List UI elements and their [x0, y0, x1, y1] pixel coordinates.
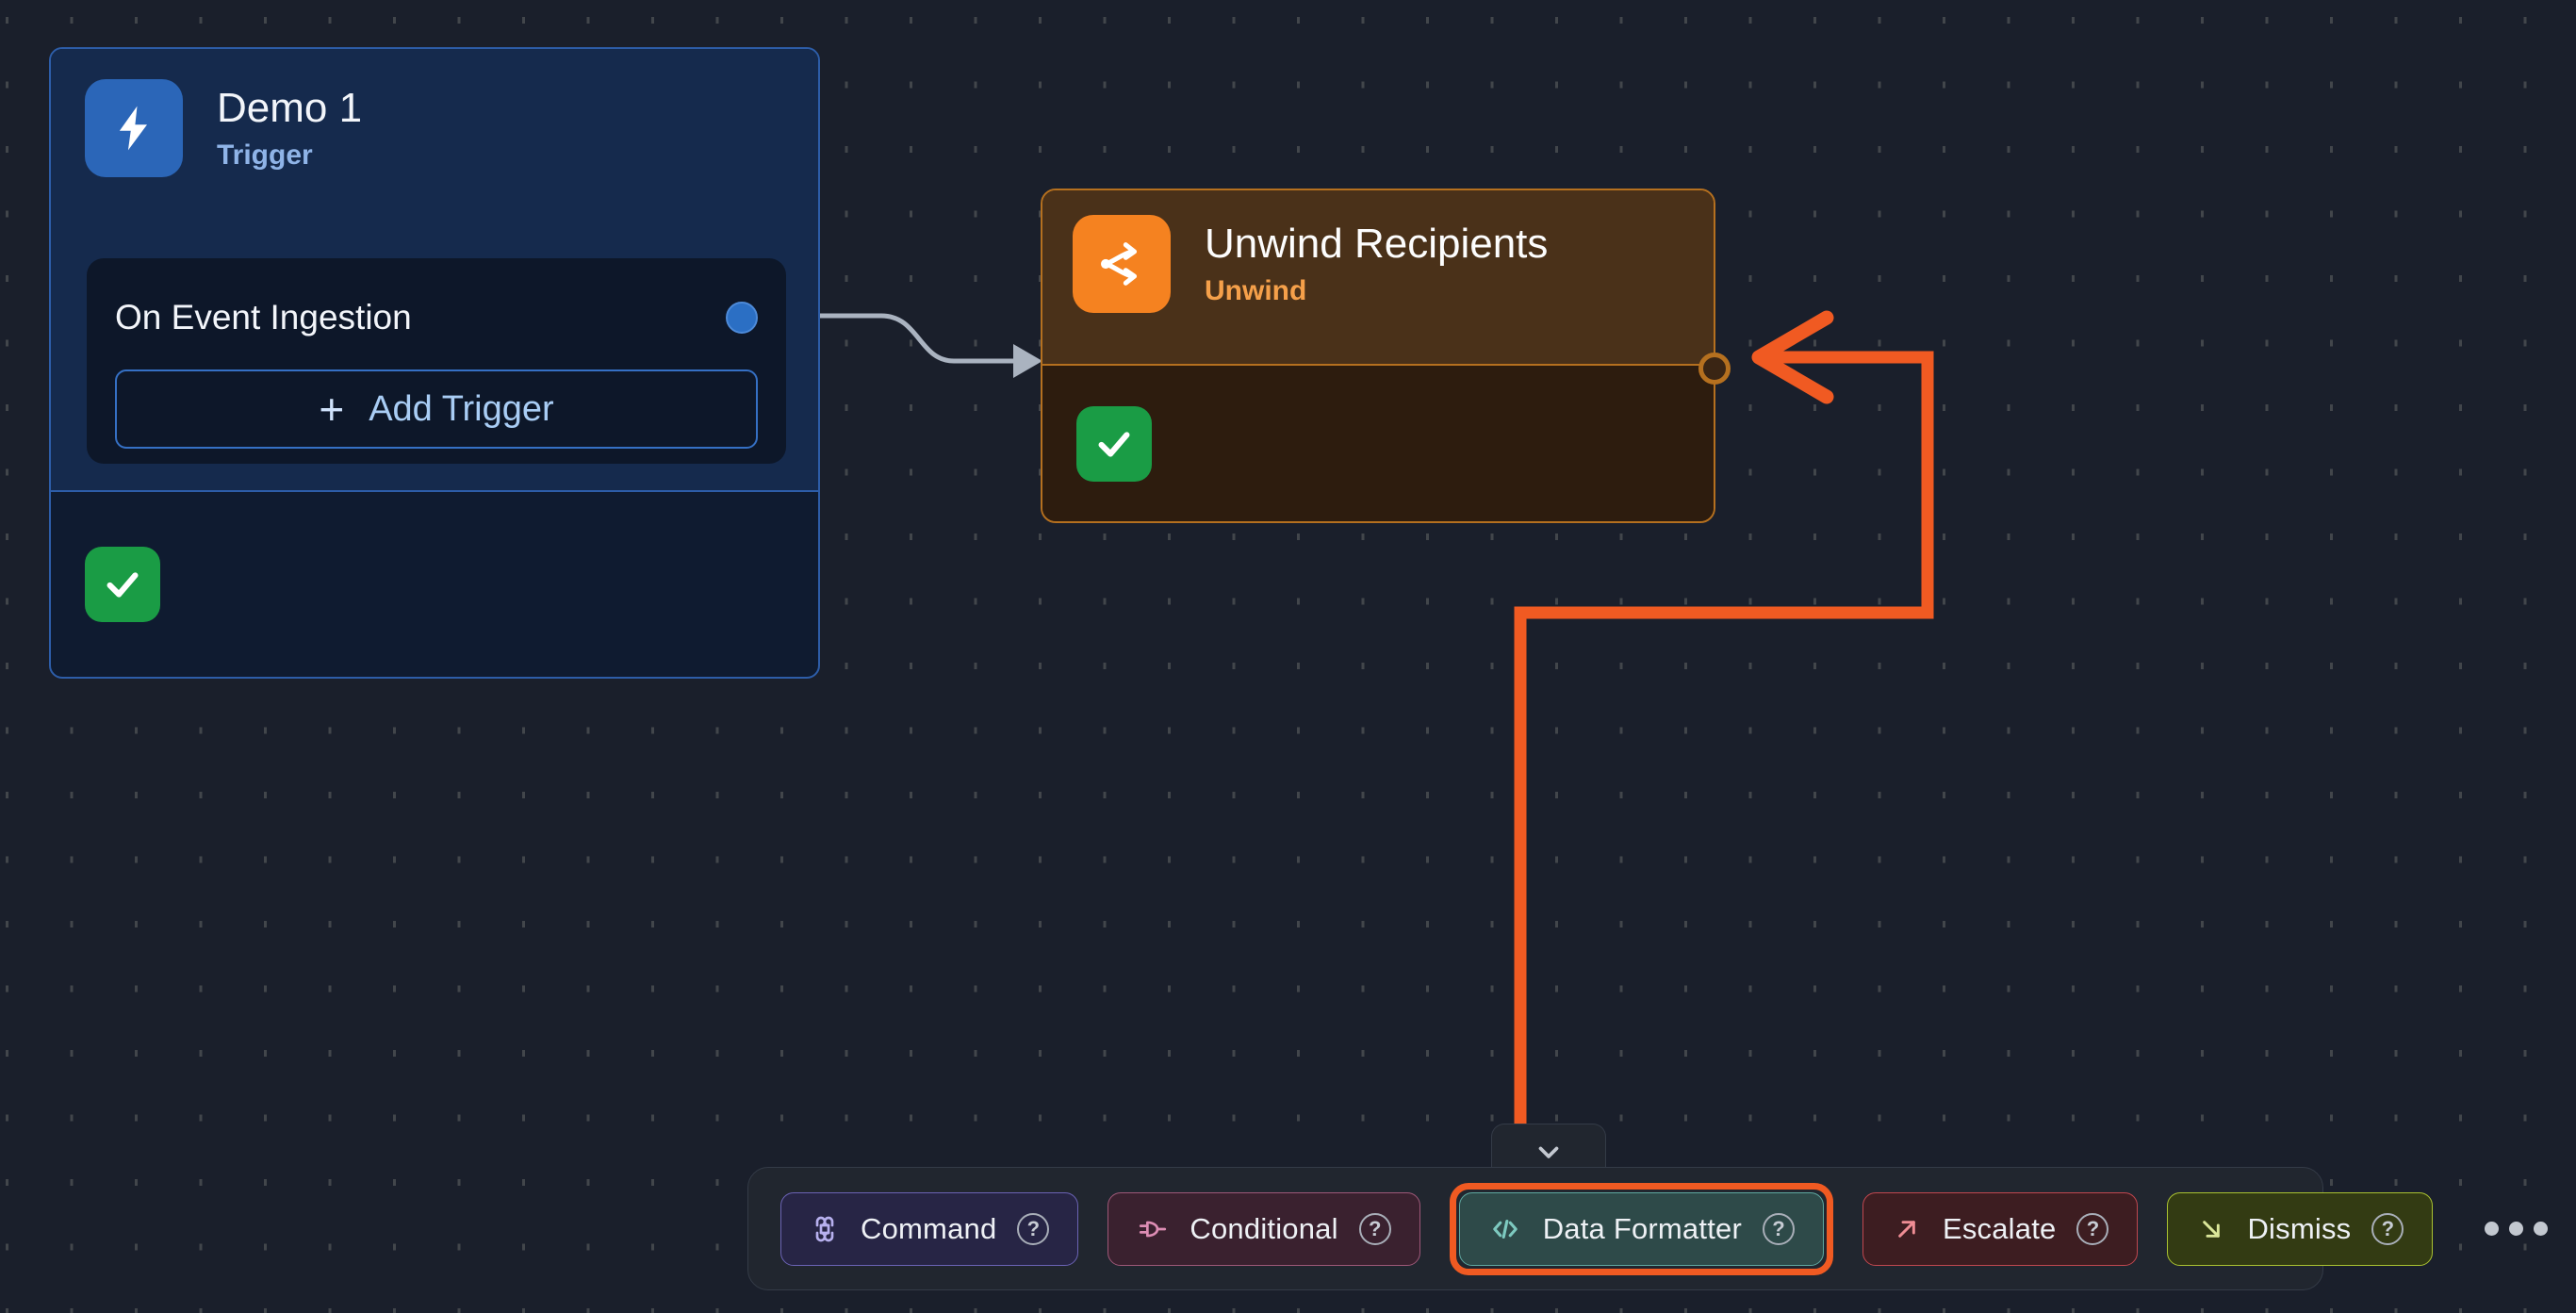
command-key-icon [810, 1214, 840, 1244]
trigger-header-text: Demo 1 Trigger [217, 85, 362, 172]
unwind-node-header: Unwind Recipients Unwind [1042, 190, 1714, 366]
event-ingestion-label: On Event Ingestion [115, 298, 412, 336]
ellipsis-icon [2485, 1222, 2500, 1236]
toolbar-button-command-label: Command [861, 1211, 997, 1245]
ellipsis-icon [2509, 1222, 2524, 1236]
toolbar-button-command[interactable]: Command ? [780, 1191, 1079, 1266]
trigger-node-status-bar [51, 492, 818, 677]
toolbar-button-dismiss-label: Dismiss [2247, 1211, 2352, 1245]
trigger-node-header: Demo 1 Trigger On Event Ingestion + Add … [51, 49, 818, 492]
toolbar-button-data-formatter-label: Data Formatter [1542, 1211, 1742, 1245]
arrow-up-right-icon [1892, 1214, 1922, 1244]
trigger-node-title: Demo 1 [217, 84, 363, 131]
toolbar-button-data-formatter-selection-ring: Data Formatter ? [1449, 1182, 1833, 1275]
ellipsis-icon [2534, 1222, 2549, 1236]
more-options-button[interactable] [2462, 1192, 2570, 1266]
lightning-bolt-icon [85, 79, 183, 177]
check-icon [85, 547, 160, 622]
help-icon[interactable]: ? [1762, 1212, 1795, 1245]
add-trigger-label: Add Trigger [369, 388, 554, 429]
unwind-branch-icon [1073, 215, 1171, 313]
trigger-header-row: Demo 1 Trigger [51, 49, 818, 177]
add-trigger-button[interactable]: + Add Trigger [115, 369, 758, 449]
action-toolbar[interactable]: Command ? Conditional ? Data Formatter ? [747, 1167, 2549, 1290]
arrow-down-right-icon [2196, 1214, 2226, 1244]
toolbar-button-dismiss[interactable]: Dismiss ? [2167, 1191, 2434, 1266]
trigger-config-panel: On Event Ingestion + Add Trigger [87, 258, 786, 464]
toolbar-button-conditional-label: Conditional [1190, 1211, 1338, 1245]
unwind-header-text: Unwind Recipients Unwind [1205, 221, 1548, 308]
help-icon[interactable]: ? [2371, 1212, 2404, 1245]
plus-icon: + [319, 384, 345, 434]
chevron-down-icon [1538, 1146, 1559, 1158]
unwind-node-subtitle: Unwind [1205, 275, 1307, 307]
help-icon[interactable]: ? [2076, 1212, 2109, 1245]
toolbar-button-escalate[interactable]: Escalate ? [1862, 1191, 2139, 1266]
unwind-header-row: Unwind Recipients Unwind [1042, 190, 1714, 313]
node-trigger-demo-1[interactable]: Demo 1 Trigger On Event Ingestion + Add … [49, 47, 820, 679]
output-handle[interactable] [726, 302, 758, 334]
event-ingestion-row: On Event Ingestion [87, 258, 786, 337]
unwind-node-status-bar [1042, 366, 1714, 521]
node-unwind-recipients[interactable]: Unwind Recipients Unwind [1041, 189, 1731, 523]
help-icon[interactable]: ? [1358, 1212, 1391, 1245]
trigger-node-subtitle: Trigger [217, 140, 313, 172]
logic-gate-icon [1137, 1213, 1169, 1245]
help-icon[interactable]: ? [1017, 1212, 1050, 1245]
input-handle[interactable] [1698, 353, 1731, 385]
code-brackets-icon [1488, 1212, 1522, 1246]
toolbar-button-data-formatter[interactable]: Data Formatter ? [1458, 1191, 1824, 1266]
check-icon [1076, 405, 1152, 482]
toolbar-button-escalate-label: Escalate [1942, 1211, 2057, 1245]
toolbar-button-conditional[interactable]: Conditional ? [1108, 1191, 1420, 1266]
unwind-node-title: Unwind Recipients [1205, 220, 1549, 267]
